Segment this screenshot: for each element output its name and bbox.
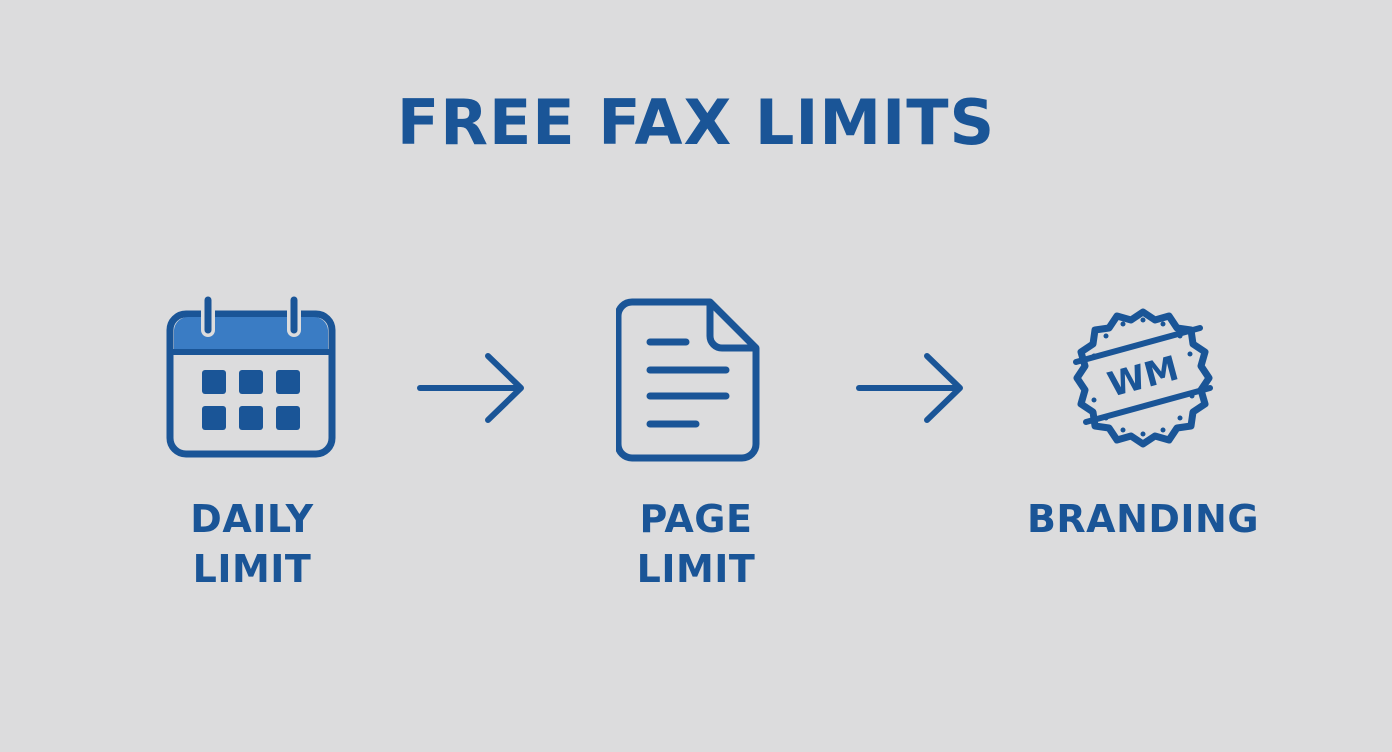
branding-label: BRANDING	[1000, 494, 1286, 544]
arrow-right-icon	[855, 352, 967, 424]
daily-limit-label: DAILY LIMIT	[130, 494, 374, 594]
page-title: FREE FAX LIMITS	[396, 86, 996, 159]
label-line: LIMIT	[192, 547, 312, 591]
watermark-seal-icon: WM	[1058, 296, 1228, 460]
document-icon	[614, 298, 760, 462]
calendar-icon	[166, 293, 336, 460]
label-line: DAILY	[190, 497, 314, 541]
label-line: BRANDING	[1026, 497, 1260, 541]
label-line: LIMIT	[636, 547, 756, 591]
label-line: PAGE	[639, 497, 753, 541]
page-limit-label: PAGE LIMIT	[574, 494, 818, 594]
arrow-right-icon	[416, 352, 528, 424]
